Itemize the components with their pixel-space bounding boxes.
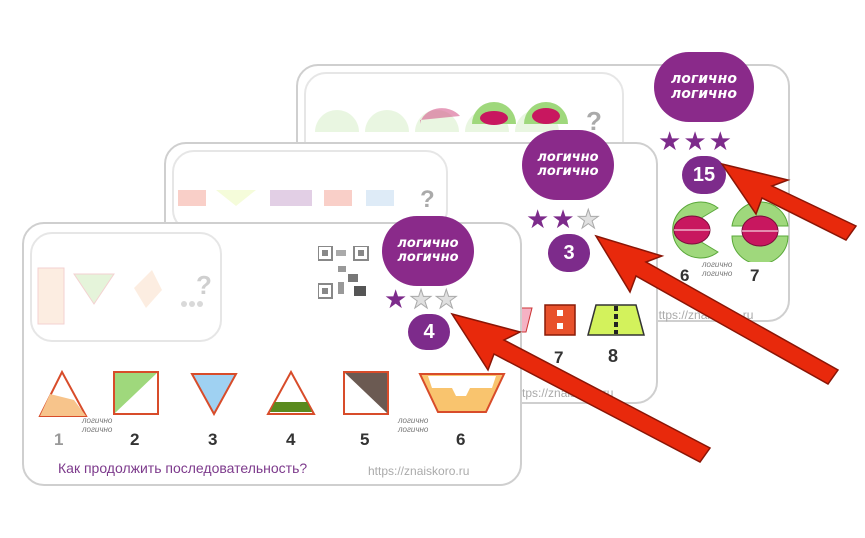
- middle-card-option-8[interactable]: [586, 304, 646, 336]
- front-card-option-1[interactable]: [38, 370, 88, 418]
- star-filled-icon: ★: [384, 284, 410, 314]
- middle-card-label-7: 7: [554, 348, 564, 367]
- front-card-option-3[interactable]: [190, 372, 238, 416]
- arrow-icon-middle: [594, 234, 840, 385]
- back-card-label-7: 7: [750, 266, 760, 285]
- back-card-stars: ★★★: [658, 128, 734, 154]
- front-card-label-3: 3: [208, 430, 218, 449]
- front-card-option-4[interactable]: [266, 370, 316, 416]
- front-card-option-6[interactable]: [418, 370, 506, 416]
- back-card-logo: логично логично: [654, 52, 754, 122]
- arrow-icon-top: [720, 162, 858, 241]
- logo-text-line1: логично: [537, 150, 599, 166]
- middle-card-label-8: 8: [608, 346, 619, 366]
- middle-card-stars: ★★★: [526, 204, 602, 234]
- star-filled-icon: ★: [708, 126, 734, 156]
- logo-text-line1: логично: [397, 236, 459, 252]
- middle-card-logo: логично логично: [522, 130, 614, 200]
- front-card-level-badge: 4: [408, 314, 450, 350]
- front-card-label-6: 6: [456, 430, 466, 449]
- front-card-label-2: 2: [130, 430, 140, 449]
- front-card-label-1: 1: [54, 430, 64, 449]
- middle-card-option-7[interactable]: [544, 304, 576, 336]
- logo-text-line2: логично: [671, 86, 737, 102]
- back-card-question-mark: ?: [586, 106, 602, 136]
- arrow-icon-bottom: [450, 312, 712, 463]
- middle-card-question-panel: [172, 150, 448, 232]
- back-card-option-6[interactable]: [662, 198, 726, 262]
- qr-code-icon: [318, 246, 369, 299]
- middle-card-question-mark: ?: [420, 186, 435, 213]
- back-card-option-7[interactable]: [730, 198, 790, 262]
- logo-text-line1: логично: [671, 71, 737, 88]
- front-card-faded-sequence: [37, 267, 203, 325]
- front-card-url: https://znaiskoro.ru: [368, 464, 470, 478]
- star-empty-icon: ★: [434, 284, 460, 314]
- back-card-level-badge: 15: [682, 156, 726, 194]
- star-filled-icon: ★: [551, 204, 577, 234]
- star-empty-icon: ★: [576, 204, 602, 234]
- front-card-option-5[interactable]: [342, 370, 390, 416]
- logo-text-line2: логично: [397, 250, 459, 265]
- front-card-label-4: 4: [286, 430, 296, 449]
- front-card-option-2[interactable]: [112, 370, 160, 416]
- back-card-sequence: [420, 102, 568, 125]
- front-card-question-panel: [30, 232, 222, 342]
- star-empty-icon: ★: [409, 284, 435, 314]
- front-card-stars: ★★★: [384, 284, 460, 314]
- front-card-question-mark: ?: [196, 270, 212, 300]
- star-filled-icon: ★: [526, 204, 552, 234]
- front-card-label-5: 5: [360, 430, 370, 449]
- back-card-label-6: 6: [680, 266, 690, 285]
- logo-text-line2: логично: [537, 164, 599, 179]
- star-filled-icon: ★: [658, 126, 684, 156]
- front-card-question-text: Как продолжить последовательность?: [58, 460, 308, 476]
- middle-card-faded-sequence: [178, 190, 394, 206]
- star-filled-icon: ★: [683, 126, 709, 156]
- middle-card-level-badge: 3: [548, 234, 590, 272]
- front-card-logo: логично логично: [382, 216, 474, 286]
